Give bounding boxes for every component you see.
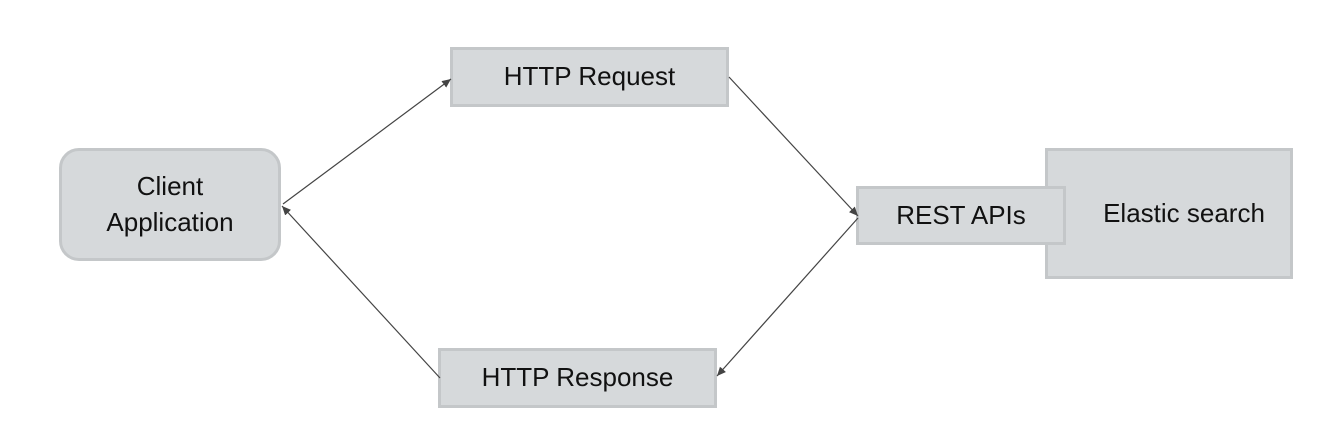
client-label-line-2: Application: [106, 206, 234, 237]
http-request-label: HTTP Request: [503, 61, 676, 92]
elastic-search-label: Elastic search: [1103, 197, 1265, 228]
client-label-line-1: Client: [136, 171, 204, 202]
arrow-rest-to-response: [716, 217, 859, 377]
http-request-node: HTTP Request: [450, 47, 729, 107]
arrow-client-to-request: [282, 78, 452, 205]
elastic-search-node: Elastic search: [1045, 148, 1293, 279]
arrow-response-to-client: [281, 205, 441, 379]
http-response-node: HTTP Response: [438, 348, 717, 408]
http-response-label: HTTP Response: [481, 362, 674, 393]
rest-apis-node: REST APIs: [856, 186, 1066, 245]
arrow-request-to-rest: [728, 76, 859, 217]
client-application-label: Client Application: [106, 169, 233, 239]
rest-apis-label: REST APIs: [896, 199, 1026, 230]
client-application-node: Client Application: [59, 148, 281, 261]
